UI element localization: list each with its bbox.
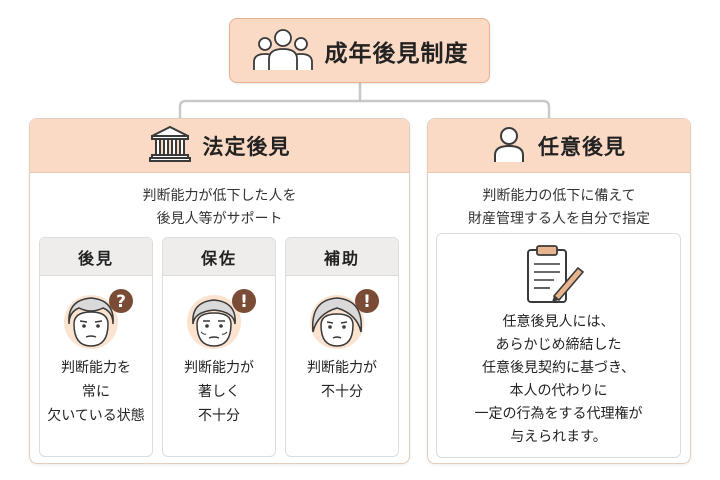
type-line: 常に (82, 384, 110, 400)
voluntary-guardianship-detail-box: 任意後見人には、 あらかじめ締結した 任意後見契約に基づき、 本人の代わりに 一… (436, 233, 681, 458)
courthouse-icon (148, 125, 191, 167)
type-card-title: 保佐 (163, 238, 275, 276)
type-card-guardianship: 後見 ? 判断能力を 常に 欠いている状態 (39, 237, 153, 457)
clipboard-contract-icon (524, 244, 588, 310)
description-line: 後見人等がサポート (156, 211, 283, 227)
root-node-adult-guardianship: 成年後見制度 (229, 18, 490, 83)
type-card-description: 判断能力が 不十分 (286, 356, 398, 404)
description-line: 判断能力が低下した人を (142, 188, 297, 204)
voluntary-guardianship-header: 任意後見 (428, 119, 690, 173)
legal-guardianship-title: 法定後見 (202, 134, 291, 159)
family-icon (251, 26, 315, 76)
body-line: 任意後見契約に基づき、 (481, 360, 636, 376)
type-line: 不十分 (321, 384, 363, 400)
voluntary-guardianship-body: 任意後見人には、 あらかじめ締結した 任意後見契約に基づき、 本人の代わりに 一… (437, 311, 680, 449)
type-card-description: 判断能力を 常に 欠いている状態 (40, 356, 152, 428)
description-line: 財産管理する人を自分で指定 (468, 211, 650, 227)
body-line: 一定の行為をする代理権が (474, 406, 643, 422)
type-line: 判断能力が (307, 360, 377, 376)
root-title: 成年後見制度 (324, 40, 469, 67)
body-line: あらかじめ締結した (495, 337, 622, 353)
type-line: 不十分 (198, 408, 240, 424)
type-line: 判断能力を (61, 360, 131, 376)
type-line: 欠いている状態 (47, 408, 145, 424)
type-card-title: 後見 (40, 238, 152, 276)
body-line: 与えられます。 (510, 429, 607, 445)
description-line: 判断能力の低下に備えて (482, 188, 636, 204)
badge-exclamation: ! (240, 292, 248, 312)
type-line: 著しく (198, 384, 240, 400)
type-card-assistance: 補助 ! 判断能力が 不十分 (285, 237, 399, 457)
legal-guardianship-description: 判断能力が低下した人を 後見人等がサポート (30, 185, 409, 231)
person-icon (492, 125, 526, 167)
type-card-description: 判断能力が 著しく 不十分 (163, 356, 275, 428)
body-line: 本人の代わりに (509, 383, 608, 399)
type-card-title: 補助 (286, 238, 398, 276)
elderly-face-icon: ! (305, 288, 381, 354)
voluntary-guardianship-title: 任意後見 (538, 134, 626, 159)
badge-exclamation: ! (363, 292, 371, 312)
legal-guardianship-header: 法定後見 (30, 119, 409, 173)
type-card-curatorship: 保佐 ! 判断能力が 著しく 不十分 (162, 237, 276, 457)
body-line: 任意後見人には、 (502, 314, 615, 330)
badge-question: ? (116, 292, 126, 312)
elderly-face-icon: ! (182, 288, 258, 354)
voluntary-guardianship-description: 判断能力の低下に備えて 財産管理する人を自分で指定 (428, 185, 690, 231)
type-line: 判断能力が (184, 360, 254, 376)
elderly-face-icon: ? (59, 288, 135, 354)
